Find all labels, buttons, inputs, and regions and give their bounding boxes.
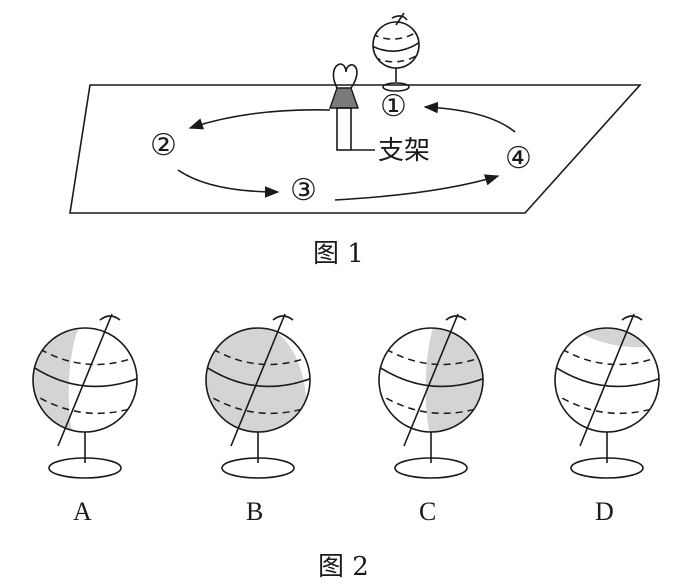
position-4-label: ④: [505, 141, 532, 176]
stand: [336, 107, 352, 151]
globe-c: [378, 313, 484, 479]
position-1-label: ①: [380, 89, 407, 124]
stand-label: 支架: [378, 136, 430, 166]
figure-1-caption: 图 1: [313, 239, 364, 269]
orbit-arrow-3-to-4: [334, 174, 500, 201]
option-c-label: C: [419, 497, 436, 526]
figure-1: 支架 ① ② ③ ④ 图 1: [69, 12, 642, 269]
position-2-label: ②: [150, 128, 177, 163]
figure-2-caption: 图 2: [318, 552, 369, 582]
lamp-shade: [329, 87, 359, 109]
globe-a: [32, 313, 138, 479]
figure-2: A B C D 图 2: [32, 313, 660, 582]
lamp: [329, 63, 359, 151]
orbit-plane: [69, 84, 642, 214]
orbit-arrow-1-to-2: [188, 109, 331, 130]
globe-d: [554, 313, 660, 479]
orbit-arrow-4-to-1: [423, 101, 516, 133]
option-a-label: A: [73, 497, 92, 526]
option-d-label: D: [595, 497, 614, 526]
globe-b: [205, 313, 311, 479]
position-1-globe: [372, 12, 420, 92]
position-3-label: ③: [290, 173, 317, 208]
option-b-label: B: [246, 497, 263, 526]
orbit-arrow-2-to-3: [177, 169, 280, 198]
